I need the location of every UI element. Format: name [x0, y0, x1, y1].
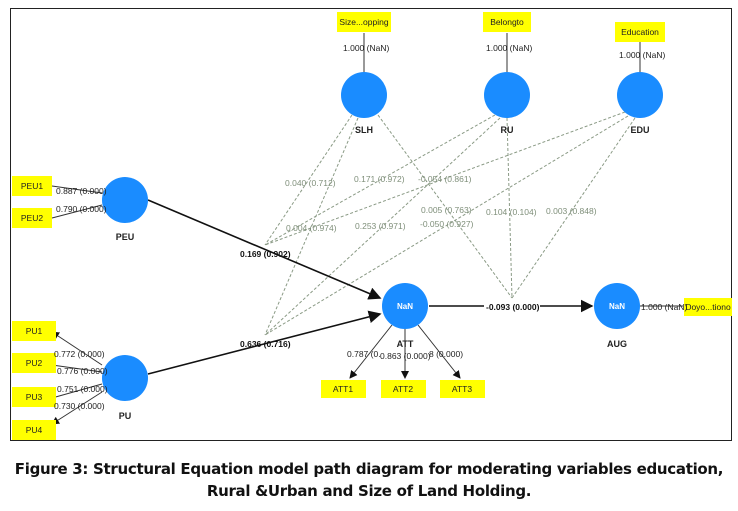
indicator-aug: Doyo...tiono — [685, 302, 731, 312]
indicator-ru: Belongto — [490, 17, 524, 27]
caption-line-1: Figure 3: Structural Equation model path… — [14, 460, 724, 478]
coef-att-aug: -0.093 (0.000) — [486, 302, 540, 312]
indicator-peu1: PEU1 — [21, 181, 43, 191]
label-slh: SLH — [355, 125, 373, 135]
loading-edu: 1.000 (NaN) — [619, 50, 665, 60]
node-peu[interactable] — [102, 177, 148, 223]
label-pu: PU — [119, 411, 132, 421]
loading-att2: 0.863 (0.000) — [380, 351, 431, 361]
moderation-label: 0.003 (0.848) — [546, 206, 597, 216]
label-edu: EDU — [630, 125, 649, 135]
node-slh[interactable] — [341, 72, 387, 118]
indicator-att3: ATT3 — [452, 384, 472, 394]
loading-peu1: 0.887 (0.000) — [56, 186, 107, 196]
node-pu[interactable] — [102, 355, 148, 401]
diagram-frame — [10, 8, 732, 441]
indicator-edu: Education — [621, 27, 659, 37]
moderation-label: 0.171 (0.972) — [354, 174, 405, 184]
loading-pu3: 0.751 (0.000) — [57, 384, 108, 394]
indicator-pu2: PU2 — [26, 358, 43, 368]
indicator-pu1: PU1 — [26, 326, 43, 336]
moderation-lines — [264, 111, 636, 336]
node-att[interactable] — [382, 283, 428, 329]
loading-att3: 8 (0.000) — [429, 349, 463, 359]
caption-line-2: Rural &Urban and Size of Land Holding. — [206, 482, 532, 500]
loading-pu2: 0.776 (0.000) — [57, 366, 108, 376]
loading-aug: 1.000 (NaN) — [641, 302, 687, 312]
node-aug[interactable] — [594, 283, 640, 329]
indicators: Size...opping Belongto Education PEU1 PE… — [12, 12, 732, 440]
loading-pu4: 0.730 (0.000) — [54, 401, 105, 411]
figure-caption: Figure 3: Structural Equation model path… — [0, 458, 738, 502]
coef-pu-att: 0.636 (0.716) — [240, 339, 291, 349]
path-pu-att — [147, 310, 382, 375]
path-peu-att — [147, 199, 382, 300]
indicator-att1: ATT1 — [333, 384, 353, 394]
coef-peu-att: 0.169 (0.902) — [240, 249, 291, 259]
label-peu: PEU — [116, 232, 135, 242]
path-diagram: NaN NaN SLH RU EDU PEU PU ATT AUG Size..… — [12, 12, 732, 440]
label-aug: AUG — [607, 339, 627, 349]
indicator-pu3: PU3 — [26, 392, 43, 402]
loading-peu2: 0.790 (0.000) — [56, 204, 107, 214]
label-ru: RU — [501, 125, 514, 135]
label-att: ATT — [397, 339, 414, 349]
indicator-peu2: PEU2 — [21, 213, 43, 223]
indicator-slh: Size...opping — [339, 17, 388, 27]
moderation-label: 0.005 (0.763) — [421, 205, 472, 215]
indicator-pu4: PU4 — [26, 425, 43, 435]
moderation-label: -0.054 (0.861) — [418, 174, 472, 184]
att-value: NaN — [397, 302, 413, 311]
node-edu[interactable] — [617, 72, 663, 118]
moderation-label: 0.104 (0.104) — [486, 207, 537, 217]
moderation-label: 0.253 (0.971) — [355, 221, 406, 231]
loading-pu1: 0.772 (0.000) — [54, 349, 105, 359]
loading-slh: 1.000 (NaN) — [343, 43, 389, 53]
moderation-label: 0.040 (0.712) — [285, 178, 336, 188]
moderation-label: -0.050 (0.927) — [420, 219, 474, 229]
loading-ru: 1.000 (NaN) — [486, 43, 532, 53]
node-ru[interactable] — [484, 72, 530, 118]
aug-value: NaN — [609, 302, 625, 311]
indicator-att2: ATT2 — [393, 384, 413, 394]
moderation-label: 0.004 (0.974) — [286, 223, 337, 233]
loading-att1: 0.787 (0. — [347, 349, 381, 359]
